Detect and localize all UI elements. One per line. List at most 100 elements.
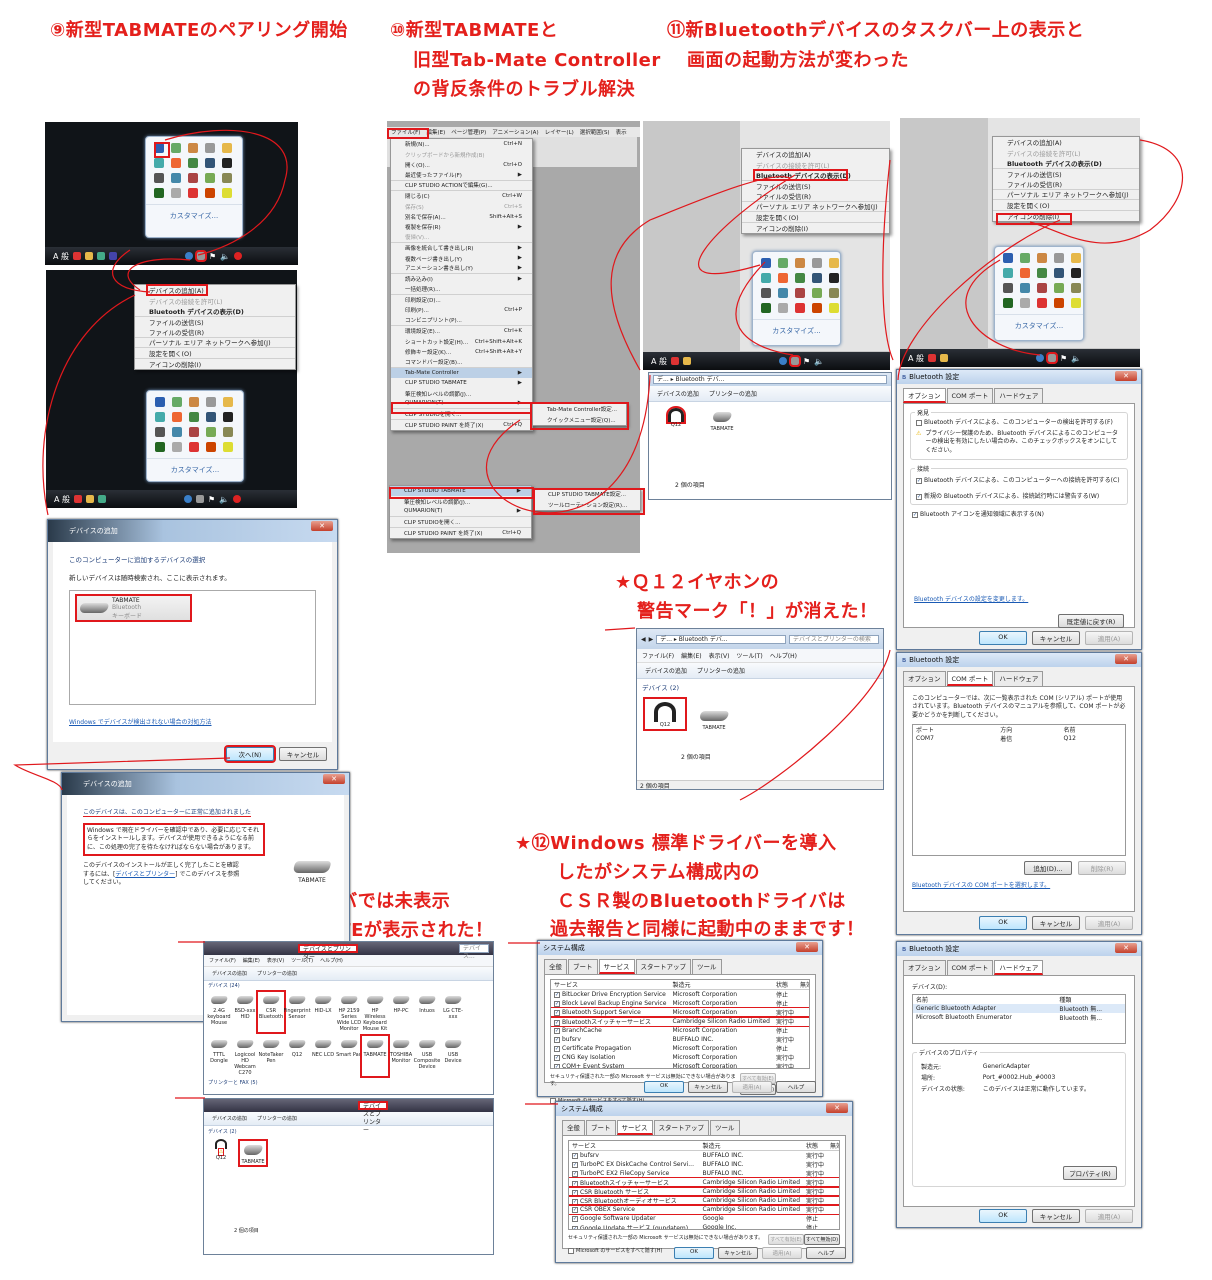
menu-item[interactable]: CLIP STUDIO PAINT を終了(X)Ctrl+Q [405, 421, 522, 429]
service-checkbox[interactable]: ✓ [554, 1009, 560, 1016]
bt-menu-item[interactable]: 設定を開く(O) [742, 212, 889, 223]
service-checkbox[interactable]: ✓ [572, 1215, 578, 1222]
tray-app-icon[interactable] [1071, 283, 1081, 293]
menu-item[interactable]: 保存(S)Ctrl+S [405, 203, 522, 211]
tab-com-port[interactable]: COM ポート [946, 671, 994, 686]
column-header[interactable]: 製造元 [669, 980, 773, 990]
tray-app-icon[interactable] [155, 412, 165, 422]
tray-app-icon[interactable] [205, 158, 215, 168]
back-button[interactable]: ◀ [641, 635, 646, 643]
tray-app-icon[interactable] [222, 173, 232, 183]
menubar-item[interactable]: 表示(V) [266, 958, 285, 964]
device-item[interactable]: NEC LCD [310, 1036, 336, 1076]
column-header[interactable]: 無効にした日付 [827, 1141, 839, 1151]
tray-app-icon[interactable] [222, 158, 232, 168]
help-button[interactable]: ヘルプ [776, 1081, 816, 1093]
service-row[interactable]: ✓Google Update サービス (gupdatem)Google Inc… [569, 1223, 839, 1230]
column-header[interactable]: 無効にした日付 [796, 980, 809, 990]
tray-app-icon[interactable] [761, 288, 771, 298]
service-checkbox[interactable]: ✓ [572, 1198, 578, 1205]
device-item[interactable]: 2.4G keyboard Mouse [206, 992, 232, 1032]
tab-com-port[interactable]: COM ポート [946, 388, 994, 403]
device-q12[interactable]: ⚠Q12 [208, 1139, 234, 1167]
tab-1[interactable]: ブート [568, 959, 598, 974]
allow-connect-checkbox[interactable]: ✓ [916, 477, 922, 484]
tray-app-icon[interactable] [155, 427, 165, 437]
menubar-item[interactable]: ヘルプ(H) [769, 653, 797, 660]
bluetooth-tray-icon[interactable] [154, 143, 164, 153]
tray-app-icon[interactable] [189, 442, 199, 452]
tray-app-icon[interactable] [206, 427, 216, 437]
devices-group-header[interactable]: デバイス (2) [642, 684, 680, 692]
menu-item[interactable]: CLIP STUDIO PAINT を終了(X)Ctrl+Q [404, 529, 521, 537]
menu-item[interactable]: 読み込み(I)▶ [405, 276, 522, 284]
device-item[interactable]: Logicool HD Webcam C270 [232, 1036, 258, 1076]
bt-menu-item[interactable]: デバイスの追加(A) [1007, 139, 1062, 148]
add-device-button[interactable]: デバイスの追加 [212, 971, 247, 977]
apply-button[interactable]: 適用(A) [762, 1247, 802, 1259]
tray-app-icon[interactable] [188, 188, 198, 198]
apply-button[interactable]: 適用(A) [1085, 916, 1133, 930]
tab-hardware[interactable]: ハードウェア [994, 388, 1044, 403]
device-item[interactable]: HP 2159 Series Wide LCD Monitor [336, 992, 362, 1032]
menu-item[interactable]: 環境設定(E)...Ctrl+K [405, 328, 522, 336]
tray-app-icon[interactable] [761, 303, 771, 313]
tray-app-icon[interactable] [1037, 268, 1047, 278]
tray-app-icon[interactable] [189, 427, 199, 437]
menu-item[interactable]: 閉じる(C)Ctrl+W [405, 193, 522, 201]
service-checkbox[interactable]: ✓ [572, 1152, 578, 1159]
show-hidden-icons-button[interactable] [195, 250, 208, 262]
device-item[interactable]: TOSHIBA Monitor [388, 1036, 414, 1076]
tray-app-icon[interactable] [171, 173, 181, 183]
tab-options[interactable]: オプション [903, 671, 946, 686]
tray-app-icon[interactable] [795, 288, 805, 298]
tray-app-icon[interactable] [1054, 268, 1064, 278]
tray-app-icon[interactable] [1054, 298, 1064, 308]
menubar-item[interactable]: ツール(T) [736, 653, 763, 660]
menu-item[interactable]: 筆圧検知レベルの調節(J)... [404, 499, 471, 506]
add-printer-button[interactable]: プリンターの追加 [696, 668, 745, 675]
device-item[interactable]: HP-PC [388, 992, 414, 1032]
column-header[interactable]: 製造元 [699, 1141, 804, 1151]
service-checkbox[interactable]: ✓ [572, 1189, 578, 1196]
tray-app-icon[interactable] [778, 303, 788, 313]
tab-3[interactable]: スタートアップ [653, 1120, 709, 1135]
tray-app-icon[interactable] [829, 303, 839, 313]
bt-menu-item[interactable]: パーソナル エリア ネットワークへ参加(J) [135, 338, 295, 348]
bt-menu-item[interactable]: ファイルの受信(R) [993, 179, 1139, 190]
service-checkbox[interactable]: ✓ [572, 1161, 578, 1168]
add-device-button[interactable]: デバイスの追加 [657, 391, 699, 398]
bt-menu-item[interactable]: ファイルの送信(S) [149, 318, 204, 327]
menubar-item[interactable]: 選択範囲(S) [579, 130, 610, 136]
menu-item[interactable]: 筆圧検知レベルの調節(J)... [405, 391, 472, 398]
device-q12[interactable]: Q12 [643, 697, 687, 731]
add-port-button[interactable]: 追加(D)... [1024, 861, 1072, 876]
enable-all-button[interactable]: すべて有効(E) [768, 1234, 804, 1245]
device-item[interactable]: LG CTE-xxx [440, 992, 466, 1032]
tab-0[interactable]: 全般 [544, 959, 567, 974]
tab-4[interactable]: ツール [710, 1120, 740, 1135]
tray-app-icon[interactable] [171, 143, 181, 153]
device-item[interactable]: BSD-xxx HID [232, 992, 258, 1032]
remove-port-button[interactable]: 削除(R) [1078, 861, 1126, 876]
device-item[interactable]: USB Device [440, 1036, 466, 1076]
tray-app-icon[interactable] [778, 258, 788, 268]
ok-button[interactable]: OK [979, 631, 1027, 645]
device-item[interactable]: HP Wireless Keyboard Mouse Kit [362, 992, 388, 1032]
devices-group-header[interactable]: デバイス (24) [208, 983, 240, 989]
bt-menu-item[interactable]: アイコンの削除(I) [149, 360, 202, 369]
bt-menu-item[interactable]: デバイスの追加(A) [756, 151, 811, 160]
customize-link[interactable]: カスタマイズ... [147, 458, 243, 481]
tray-app-icon[interactable] [1020, 283, 1030, 293]
add-printer-button[interactable]: プリンターの追加 [256, 971, 297, 977]
help-button[interactable]: ヘルプ [806, 1247, 846, 1259]
tray-app-icon[interactable] [1003, 298, 1013, 308]
bt-menu-item[interactable]: Bluetooth デバイスの表示(D) [993, 158, 1139, 169]
hide-ms-checkbox[interactable] [568, 1247, 574, 1254]
restore-defaults-button[interactable]: 既定値に戻す(R) [1058, 614, 1124, 628]
service-checkbox[interactable]: ✓ [572, 1225, 578, 1230]
bt-menu-item[interactable]: ファイルの受信(R) [135, 327, 295, 338]
column-header[interactable]: 名前 [916, 997, 929, 1004]
ok-button[interactable]: OK [644, 1081, 684, 1093]
